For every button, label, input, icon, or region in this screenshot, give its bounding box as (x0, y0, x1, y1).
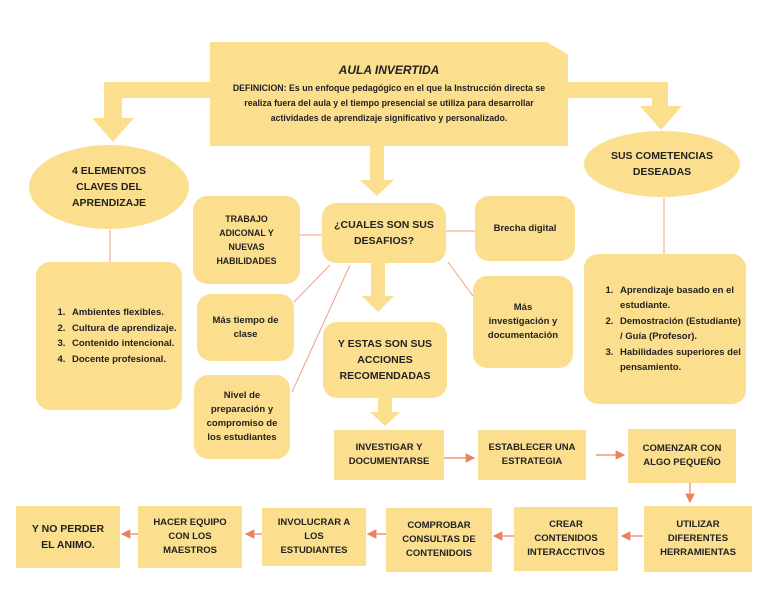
right-list-box: Aprendizaje basado en el estudiante. Dem… (584, 254, 746, 404)
step-label: ESTABLECER UNA ESTRATEGIA (488, 442, 576, 467)
list-item: Aprendizaje basado en el estudiante. (616, 283, 746, 314)
connector (447, 261, 474, 297)
challenge-nivel-box: Nivel de preparación y compromiso de los… (194, 375, 290, 459)
step-estrategia: ESTABLECER UNA ESTRATEGIA (478, 430, 586, 480)
actions-heading: Y ESTAS SON SUS ACCIONES RECOMENDADAS (337, 338, 433, 382)
connector (293, 264, 331, 303)
challenges-question-box: ¿CUALES SON SUS DESAFIOS? (322, 203, 446, 263)
step-crear: CREAR CONTENIDOS INTERACCTIVOS (514, 507, 618, 571)
step-label: Y NO PERDER EL ANIMO. (31, 523, 105, 551)
list-item: Contenido intencional. (68, 336, 177, 352)
list-item: Docente profesional. (68, 352, 177, 368)
step-label: COMENZAR CON ALGO PEQUEÑO (642, 443, 722, 468)
step-label: INVOLUCRAR A LOS ESTUDIANTES (277, 517, 351, 556)
step-label: HACER EQUIPO CON LOS MAESTROS (153, 517, 227, 556)
main-definition: DEFINICION: Es un enfoque pedagógico en … (232, 82, 546, 123)
step-hacer-equipo: HACER EQUIPO CON LOS MAESTROS (138, 506, 242, 568)
main-definition-box: AULA INVERTIDA DEFINICION: Es un enfoque… (210, 42, 568, 146)
right-list: Aprendizaje basado en el estudiante. Dem… (594, 283, 746, 376)
step-involucrar: INVOLUCRAR A LOS ESTUDIANTES (262, 508, 366, 566)
challenges-question: ¿CUALES SON SUS DESAFIOS? (334, 219, 434, 247)
challenge-investigacion: Más investigación y documentación (487, 302, 559, 341)
challenge-trabajo-box: TRABAJO ADICONAL Y NUEVAS HABILIDADES (193, 196, 300, 284)
block-arrow-right (568, 82, 682, 130)
right-heading: SUS COMETENCIAS DESEADAS (610, 150, 714, 178)
connector (291, 264, 351, 393)
challenge-trabajo: TRABAJO ADICONAL Y NUEVAS HABILIDADES (216, 214, 277, 266)
left-heading-ellipse: 4 ELEMENTOS CLAVES DEL APRENDIZAJE (29, 145, 189, 229)
right-heading-ellipse: SUS COMETENCIAS DESEADAS (584, 131, 740, 197)
step-comenzar: COMENZAR CON ALGO PEQUEÑO (628, 429, 736, 483)
block-arrow-left (92, 82, 210, 142)
challenge-tiempo-box: Más tiempo de clase (197, 294, 294, 361)
challenge-brecha-box: Brecha digital (475, 196, 575, 261)
step-label: INVESTIGAR Y DOCUMENTARSE (348, 442, 430, 467)
step-label: COMPROBAR CONSULTAS DE CONTENIDOIS (402, 520, 476, 559)
block-arrow-down-main (360, 145, 394, 196)
main-title: AULA INVERTIDA (338, 62, 440, 77)
list-item: Ambientes flexibles. (68, 305, 177, 321)
actions-heading-box: Y ESTAS SON SUS ACCIONES RECOMENDADAS (323, 322, 447, 398)
challenge-investigacion-box: Más investigación y documentación (473, 276, 573, 368)
left-list-box: Ambientes flexibles. Cultura de aprendiz… (36, 262, 182, 410)
block-arrow-down-actions (370, 398, 400, 426)
challenge-nivel: Nivel de preparación y compromiso de los… (206, 390, 278, 443)
step-herramientas: UTILIZAR DIFERENTES HERRAMIENTAS (644, 506, 752, 572)
step-label: CREAR CONTENIDOS INTERACCTIVOS (527, 519, 605, 558)
list-item: Demostración (Estudiante) / Guía (Profes… (616, 314, 746, 345)
step-comprobar: COMPROBAR CONSULTAS DE CONTENIDOIS (386, 508, 492, 572)
block-arrow-down-question (362, 262, 394, 312)
step-investigar: INVESTIGAR Y DOCUMENTARSE (334, 430, 444, 480)
left-list: Ambientes flexibles. Cultura de aprendiz… (46, 305, 177, 367)
list-item: Habilidades superiores del pensamiento. (616, 345, 746, 376)
challenge-tiempo: Más tiempo de clase (212, 314, 279, 340)
left-heading: 4 ELEMENTOS CLAVES DEL APRENDIZAJE (71, 165, 147, 209)
step-no-perder: Y NO PERDER EL ANIMO. (16, 506, 120, 568)
challenge-brecha: Brecha digital (493, 222, 557, 234)
list-item: Cultura de aprendizaje. (68, 321, 177, 337)
step-label: UTILIZAR DIFERENTES HERRAMIENTAS (660, 519, 736, 558)
